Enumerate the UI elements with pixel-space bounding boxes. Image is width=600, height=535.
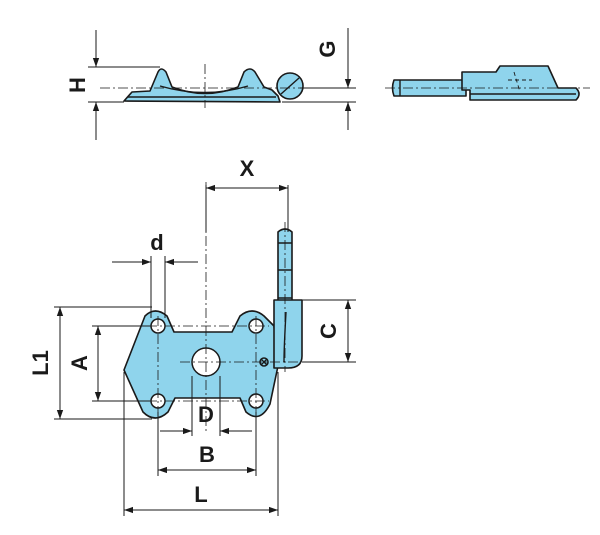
label-D: D [198,402,214,427]
label-X: X [240,156,255,181]
side-view-pin-hatch [280,77,300,95]
label-d: d [150,230,163,255]
end-view-body [461,65,580,101]
label-B: B [199,442,215,467]
label-H: H [65,77,90,93]
label-G: G [315,40,340,57]
label-L: L [194,482,207,507]
pin-housing [273,299,303,369]
top-view: X d L1 A C D B [28,156,356,516]
side-view-body [123,68,281,103]
side-view: H G [65,28,356,140]
label-L1: L1 [28,350,53,376]
end-view [385,65,590,101]
label-A: A [67,355,92,371]
label-C: C [316,323,341,339]
